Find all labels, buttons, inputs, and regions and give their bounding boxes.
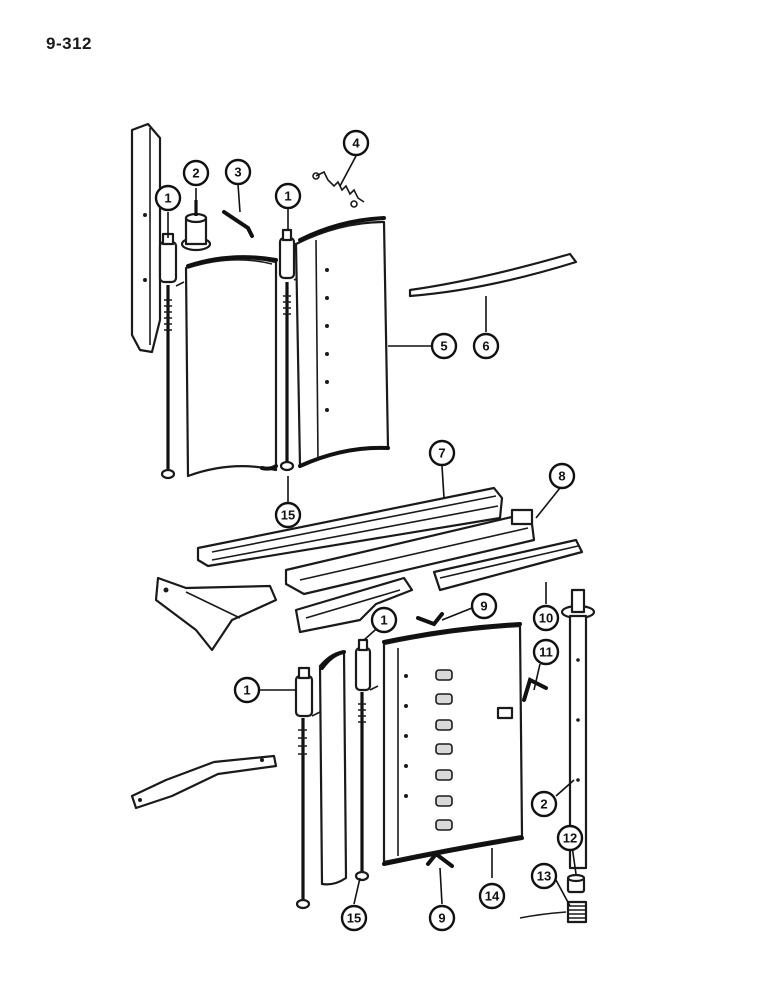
callout-1-lower-left: 1	[233, 676, 261, 704]
callout-15-lower: 15	[340, 904, 368, 932]
callout-2-lower: 2	[530, 790, 558, 818]
spring-13	[519, 900, 588, 924]
svg-text:2: 2	[540, 797, 547, 812]
side-plate	[130, 122, 162, 354]
callout-14: 14	[478, 882, 506, 910]
callout-15-upper: 15	[274, 501, 302, 529]
svg-text:6: 6	[482, 339, 489, 354]
pin-9-upper	[416, 612, 444, 627]
svg-text:9: 9	[438, 911, 445, 926]
lower-slim-shield	[318, 650, 348, 886]
svg-text:10: 10	[539, 611, 553, 626]
callout-1-upper-middle: 1	[274, 182, 302, 210]
callout-1-lower-middle: 1	[370, 606, 398, 634]
panel-5	[294, 216, 390, 468]
svg-text:15: 15	[281, 508, 295, 523]
beam-7	[196, 486, 504, 568]
svg-text:9: 9	[480, 599, 487, 614]
svg-text:3: 3	[234, 165, 241, 180]
lower-left-rod	[294, 666, 321, 910]
callout-13: 13	[530, 862, 558, 890]
upper-left-rod	[158, 232, 185, 480]
spring-4	[315, 170, 365, 203]
lower-left-bar	[130, 754, 278, 810]
callout-1-upper-left: 1	[154, 184, 182, 212]
callout-7: 7	[428, 439, 456, 467]
svg-text:7: 7	[438, 446, 445, 461]
svg-text:14: 14	[485, 889, 500, 904]
callout-4: 4	[342, 129, 370, 157]
callout-5: 5	[430, 332, 458, 360]
callout-9-upper: 9	[470, 592, 498, 620]
svg-text:13: 13	[537, 869, 551, 884]
callout-9-lower: 9	[428, 904, 456, 932]
callout-11: 11	[532, 638, 560, 666]
callout-2-upper: 2	[182, 159, 210, 187]
svg-text:1: 1	[164, 191, 171, 206]
leader-lines	[167, 155, 577, 907]
svg-text:15: 15	[347, 911, 361, 926]
pin-3	[222, 210, 254, 238]
svg-text:1: 1	[243, 683, 250, 698]
callout-10: 10	[532, 604, 560, 632]
bushing-12	[566, 873, 586, 894]
callout-8: 8	[548, 462, 576, 490]
svg-text:12: 12	[563, 831, 577, 846]
lower-shaft	[560, 588, 596, 870]
callout-12: 12	[556, 824, 584, 852]
panel-14	[382, 622, 524, 866]
beam-8	[284, 508, 536, 596]
svg-text:5: 5	[440, 339, 447, 354]
upper-hub	[180, 200, 212, 252]
pin-11	[522, 677, 548, 702]
svg-text:1: 1	[284, 189, 291, 204]
upper-middle-rod	[278, 228, 303, 472]
callout-3: 3	[224, 158, 252, 186]
svg-text:11: 11	[539, 645, 553, 660]
svg-text:1: 1	[380, 613, 387, 628]
svg-text:8: 8	[558, 469, 565, 484]
angle-10	[432, 538, 584, 592]
pin-9-lower	[426, 851, 454, 868]
small-bracket	[294, 576, 414, 634]
lower-middle-rod	[354, 638, 379, 882]
upper-left-shield	[184, 255, 278, 478]
callout-6: 6	[472, 332, 500, 360]
page-code: 9-312	[46, 34, 92, 53]
svg-text:4: 4	[352, 136, 360, 151]
strip-6	[408, 252, 578, 298]
svg-text:2: 2	[192, 166, 199, 181]
left-bracket	[154, 576, 278, 652]
